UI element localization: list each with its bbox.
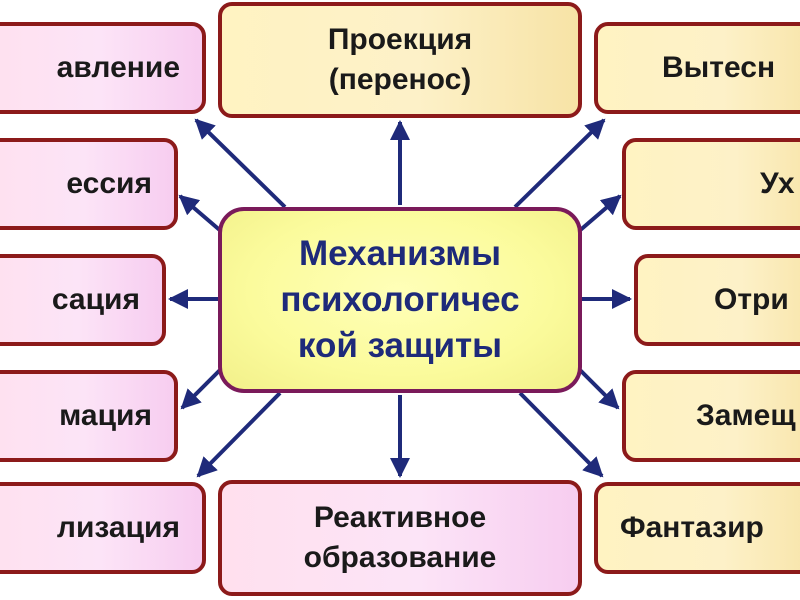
center-title-line-2: психологичес — [280, 280, 520, 319]
arrow-to-right-4 — [576, 366, 620, 410]
box-left-3-label: сация — [51, 283, 140, 316]
arrow-to-left-1 — [194, 118, 287, 209]
box-right-1: Вытесн — [594, 22, 800, 114]
box-left-2: ессия — [0, 138, 178, 230]
box-left-3: сация — [0, 254, 166, 346]
box-right-3-label: Отри — [714, 283, 789, 316]
center-title-line-3: кой защиты — [297, 326, 503, 365]
arrow-to-left-5 — [196, 391, 282, 478]
box-left-4: мация — [0, 370, 178, 462]
box-right-2: Ух — [622, 138, 800, 230]
box-left-1-label: авление — [56, 51, 180, 84]
box-right-5: Фантазир — [594, 482, 800, 574]
box-left-4-label: мация — [59, 399, 152, 432]
box-reactive-formation-line-1: Реактивное — [313, 501, 487, 534]
box-right-5-label: Фантазир — [620, 511, 764, 544]
arrow-to-right-5 — [518, 391, 604, 478]
box-projection-line-2: (перенос) — [328, 63, 472, 96]
box-right-4-label: Замещ — [696, 399, 796, 432]
center-box-defense-mechanisms: Механизмы психологичес кой защиты — [218, 207, 582, 393]
box-left-5-label: лизация — [56, 511, 180, 544]
arrow-to-left-4 — [180, 366, 224, 410]
box-reactive-formation-line-2: образование — [303, 541, 497, 574]
center-title-line-1: Механизмы — [298, 234, 502, 273]
box-projection-line-1: Проекция — [327, 23, 473, 56]
box-right-2-label: Ух — [760, 167, 795, 200]
box-left-2-label: ессия — [66, 167, 152, 200]
box-right-3: Отри — [634, 254, 800, 346]
arrow-to-right-2 — [576, 194, 622, 234]
box-reactive-formation: Реактивное образование — [218, 480, 582, 596]
box-left-5: лизация — [0, 482, 206, 574]
box-right-1-label: Вытесн — [662, 51, 776, 84]
box-left-1: авление — [0, 22, 206, 114]
arrow-to-left-2 — [178, 194, 224, 234]
arrow-to-right-1 — [513, 118, 606, 209]
box-projection: Проекция (перенос) — [218, 2, 582, 118]
box-right-4: Замещ — [622, 370, 800, 462]
